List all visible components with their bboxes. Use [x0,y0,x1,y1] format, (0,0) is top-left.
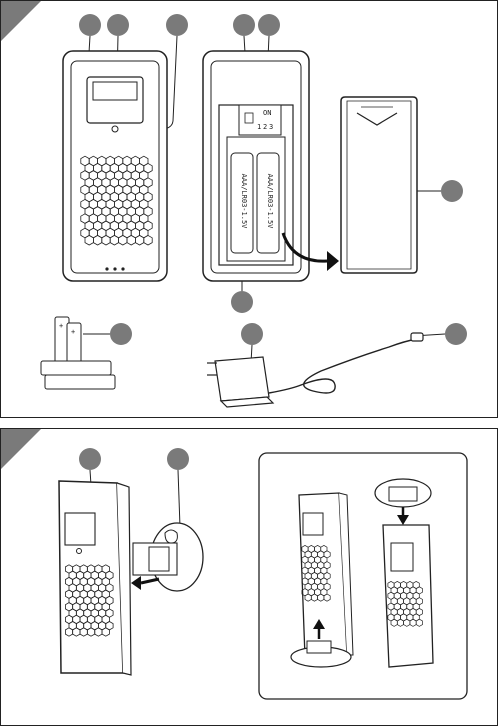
figure-1-svg: AAA/LR03-1.5V AAA/LR03-1.5V ON 1 2 3 + + [1,1,498,419]
callout-badge [441,180,463,202]
figure-2-svg [1,429,498,727]
panel-corner-tab [1,429,41,469]
switch-label-2: 2 [263,123,267,131]
device-angled [59,481,131,675]
callout-badge [231,291,253,313]
battery-plus-sign: + [59,322,63,330]
callout-badge [107,14,129,36]
slide-arrow [141,579,159,583]
leader-line [178,470,180,527]
callout-badge [79,14,101,36]
battery-plus-sign: + [71,328,75,336]
callout-badge [258,14,280,36]
switch-on-label: ON [263,109,271,117]
switch-label-3: 3 [269,123,273,131]
battery-cover [341,97,417,273]
device-back: AAA/LR03-1.5V AAA/LR03-1.5V ON 1 2 3 [203,51,309,281]
callout-badge [233,14,255,36]
battery-label-right: AAA/LR03-1.5V [266,174,274,230]
inset-frame [259,453,467,699]
arrow-head [131,576,141,590]
panel-corner-tab [1,1,41,41]
figure-panel-1: AAA/LR03-1.5V AAA/LR03-1.5V ON 1 2 3 + + [0,0,498,418]
figure-panel-2 [0,428,498,726]
callout-badge [241,323,263,345]
callout-badge [445,323,467,345]
callout-badge [110,323,132,345]
device-front [63,51,167,281]
power-adapter [207,333,423,407]
battery-label-left: AAA/LR03-1.5V [240,174,248,230]
wall-bracket [133,523,203,591]
callout-badge [79,448,101,470]
batteries-illustration: + + [41,317,115,389]
callout-badge [167,448,189,470]
switch-label-1: 1 [257,123,261,131]
arrow-head [327,251,339,271]
callout-badge [166,14,188,36]
